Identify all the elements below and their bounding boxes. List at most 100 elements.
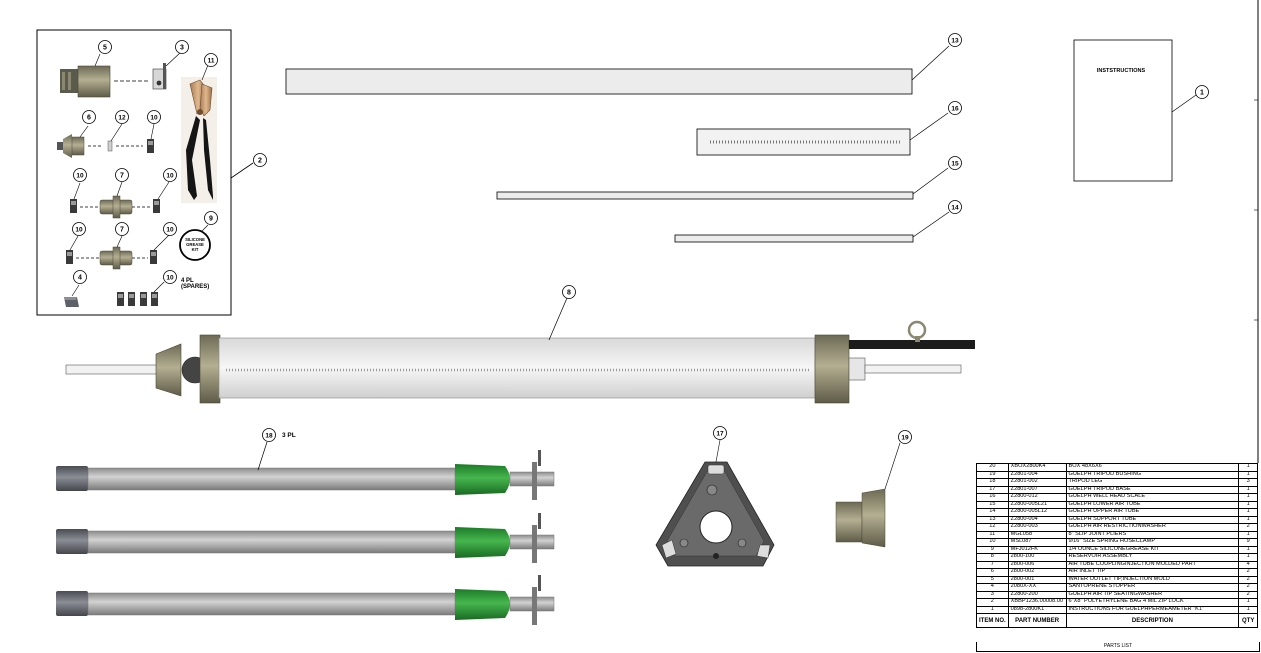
tripod-bushing <box>835 488 886 548</box>
cell-desc: 9/16" SIZE SPRING HOSECLAMP <box>1065 538 1240 547</box>
svg-text:11: 11 <box>208 58 215 65</box>
balloon-17: 17 <box>713 426 727 440</box>
tripod-leg-2 <box>56 513 555 563</box>
cell-desc: BOX 48X6X6 <box>1065 463 1240 472</box>
svg-text:8: 8 <box>567 290 571 297</box>
svg-text:10: 10 <box>76 173 84 180</box>
cell-qty: 1 <box>1238 485 1258 494</box>
cell-desc: 8" SLIP JOINT PLIERS <box>1065 530 1240 539</box>
cell-part: Z2800-012 <box>1007 493 1067 502</box>
svg-text:1: 1 <box>1200 90 1204 97</box>
svg-text:18: 18 <box>265 433 273 440</box>
balloon-10b: 10 <box>73 168 87 182</box>
cell-item: 19 <box>976 470 1009 479</box>
cell-desc: AIR TUBE COUPLINGINJECTION MOLDED PART <box>1065 560 1240 569</box>
well-head-scale <box>696 128 911 156</box>
balloon-15: 15 <box>948 156 962 170</box>
cell-part: Z2800-005L21 <box>1007 500 1067 509</box>
cell-part: 2080X-XX <box>1007 583 1067 592</box>
balloon-2: 2 <box>253 153 267 167</box>
cell-part: Z2801-007 <box>1007 485 1067 494</box>
svg-text:10: 10 <box>166 227 174 234</box>
water-outlet-tip <box>60 65 111 98</box>
cell-item: 15 <box>976 500 1009 509</box>
cell-desc: GUELPH AIR RESTRICTIONWASHER <box>1065 523 1240 532</box>
balloon-5: 5 <box>98 40 112 54</box>
svg-text:10: 10 <box>75 227 83 234</box>
svg-text:6: 6 <box>87 115 91 122</box>
cell-part: 2800-006 <box>1007 560 1067 569</box>
cell-qty: 1 <box>1238 463 1258 472</box>
hose-clamp-row1 <box>147 139 154 153</box>
cell-item: 1 <box>976 605 1009 614</box>
hose-clamp-row2-right <box>153 199 160 213</box>
cell-item: 5 <box>976 575 1009 584</box>
cell-qty: 1 <box>1238 508 1258 517</box>
support-tube <box>285 68 913 95</box>
air-tube-coupling-2 <box>99 246 133 270</box>
cell-item: 20 <box>976 463 1009 472</box>
spares-qty-note: 4 PL <box>181 278 194 284</box>
hose-clamp-row3-left <box>66 250 73 264</box>
cell-item: 16 <box>976 493 1009 502</box>
balloon-16: 16 <box>948 101 962 115</box>
air-inlet-tip <box>57 134 85 158</box>
balloon-13: 13 <box>948 33 962 47</box>
cell-desc: SANTOPRENE STOPPER <box>1065 583 1240 592</box>
cell-qty: 1 <box>1238 470 1258 479</box>
cell-item: 7 <box>976 560 1009 569</box>
header-part-number: PART NUMBER <box>1007 613 1067 628</box>
cell-part: MSL087 <box>1007 538 1067 547</box>
cell-desc: GUELPH UPPER AIR TUBE <box>1065 508 1240 517</box>
slip-joint-pliers <box>181 77 217 203</box>
svg-text:10: 10 <box>166 275 174 282</box>
tripod-qty-note: 3 PL <box>282 432 296 439</box>
balloon-3: 3 <box>175 40 189 54</box>
cell-item: 10 <box>976 538 1009 547</box>
tripod-base <box>655 461 775 567</box>
svg-text:5: 5 <box>103 45 107 52</box>
balloon-11: 11 <box>204 53 218 67</box>
svg-text:15: 15 <box>951 161 959 168</box>
lower-air-tube <box>496 191 914 200</box>
cell-qty: 2 <box>1238 575 1258 584</box>
balloon-10c: 10 <box>163 168 177 182</box>
svg-text:3: 3 <box>180 45 184 52</box>
cell-part: 2800-002 <box>1007 568 1067 577</box>
svg-text:10: 10 <box>166 173 174 180</box>
restriction-washer <box>107 140 113 152</box>
seating-washer <box>152 63 167 90</box>
svg-text:4: 4 <box>78 275 82 282</box>
svg-text:13: 13 <box>951 38 959 45</box>
cell-item: 9 <box>976 545 1009 554</box>
cell-qty: 2 <box>1238 568 1258 577</box>
parts-list-caption: PARTS LIST <box>976 642 1260 652</box>
cell-item: 17 <box>976 485 1009 494</box>
svg-text:10: 10 <box>150 115 158 122</box>
cell-qty: 1 <box>1238 598 1258 607</box>
balloon-19: 19 <box>898 430 912 444</box>
cell-part: Z2800-004 <box>1007 515 1067 524</box>
cell-qty: 1 <box>1238 530 1258 539</box>
balloon-10e: 10 <box>163 222 177 236</box>
cell-item: 3 <box>976 590 1009 599</box>
tripod-leg-1 <box>56 450 555 500</box>
cell-part: 0898-2800K1 <box>1007 605 1067 614</box>
spares-note: (SPARES) <box>181 284 209 290</box>
cell-part: Z2801-004 <box>1007 470 1067 479</box>
svg-text:7: 7 <box>120 227 124 234</box>
grease-label-2: GREASE <box>186 242 204 247</box>
balloon-10d: 10 <box>72 222 86 236</box>
cell-part: Z2800-200 <box>1007 590 1067 599</box>
